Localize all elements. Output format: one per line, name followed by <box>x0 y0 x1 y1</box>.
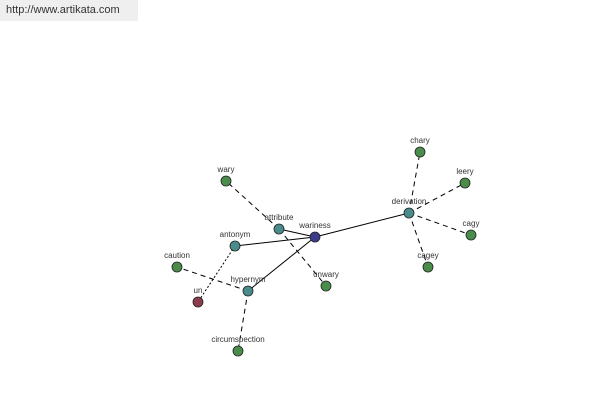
node-unwary[interactable]: unwary <box>313 270 339 292</box>
node-hypernym[interactable]: hypernym <box>230 275 266 297</box>
node-label-unwary: unwary <box>313 270 339 279</box>
edge-derivation-leery <box>408 182 466 214</box>
node-antonym[interactable]: antonym <box>220 230 251 252</box>
edge-hypernym-circumspection <box>237 290 249 352</box>
node-circle-antonym[interactable] <box>229 240 241 252</box>
node-label-caution: caution <box>164 251 190 260</box>
node-attribute[interactable]: attribute <box>265 213 294 235</box>
node-leery[interactable]: leery <box>456 167 474 189</box>
node-label-attribute: attribute <box>265 213 294 222</box>
node-derivation[interactable]: derivation <box>392 197 427 219</box>
node-circle-wariness[interactable] <box>309 231 321 243</box>
edge-wariness-antonym <box>234 236 316 247</box>
edge-wariness-attribute <box>278 228 316 238</box>
node-circle-chary[interactable] <box>414 146 426 158</box>
node-label-derivation: derivation <box>392 197 427 206</box>
edge-antonym-un <box>197 245 236 303</box>
node-wary[interactable]: wary <box>217 165 235 187</box>
edge-attribute-unwary <box>278 228 327 287</box>
url-bar: http://www.artikata.com <box>0 0 138 21</box>
node-circle-caution[interactable] <box>171 261 183 273</box>
node-label-cagey: cagey <box>417 251 438 260</box>
node-label-un: un <box>194 286 203 295</box>
edge-attribute-wary <box>225 180 280 230</box>
node-wariness[interactable]: wariness <box>298 221 331 243</box>
node-label-antonym: antonym <box>220 230 251 239</box>
node-label-cagy: cagy <box>463 219 480 228</box>
node-circle-leery[interactable] <box>459 177 471 189</box>
node-caution[interactable]: caution <box>164 251 190 273</box>
edge-derivation-cagy <box>408 212 472 236</box>
node-label-wary: wary <box>217 165 235 174</box>
node-circle-cagy[interactable] <box>465 229 477 241</box>
node-circle-derivation[interactable] <box>403 207 415 219</box>
node-circle-circumspection[interactable] <box>232 345 244 357</box>
edge-derivation-cagey <box>408 212 429 268</box>
node-circle-un[interactable] <box>192 296 204 308</box>
node-label-leery: leery <box>456 167 473 176</box>
node-circle-wary[interactable] <box>220 175 232 187</box>
node-un[interactable]: un <box>192 286 204 308</box>
node-circle-hypernym[interactable] <box>242 285 254 297</box>
node-label-chary: chary <box>410 136 430 145</box>
node-circle-cagey[interactable] <box>422 261 434 273</box>
graph-edges <box>176 151 472 352</box>
site-url-link[interactable]: http://www.artikata.com <box>6 4 120 16</box>
node-chary[interactable]: chary <box>410 136 430 158</box>
node-circle-unwary[interactable] <box>320 280 332 292</box>
edge-derivation-chary <box>408 151 421 214</box>
edge-hypernym-caution <box>176 266 249 292</box>
edge-wariness-derivation <box>314 212 410 238</box>
node-cagy[interactable]: cagy <box>463 219 480 241</box>
node-circumspection[interactable]: circumspection <box>211 335 265 357</box>
node-cagey[interactable]: cagey <box>417 251 439 273</box>
node-circle-attribute[interactable] <box>273 223 285 235</box>
edge-wariness-hypernym <box>247 236 316 292</box>
node-label-circumspection: circumspection <box>211 335 264 344</box>
node-label-wariness: wariness <box>298 221 331 230</box>
node-label-hypernym: hypernym <box>230 275 265 284</box>
graph-nodes: wariness attribute antonym hypernym derivati… <box>164 136 480 357</box>
